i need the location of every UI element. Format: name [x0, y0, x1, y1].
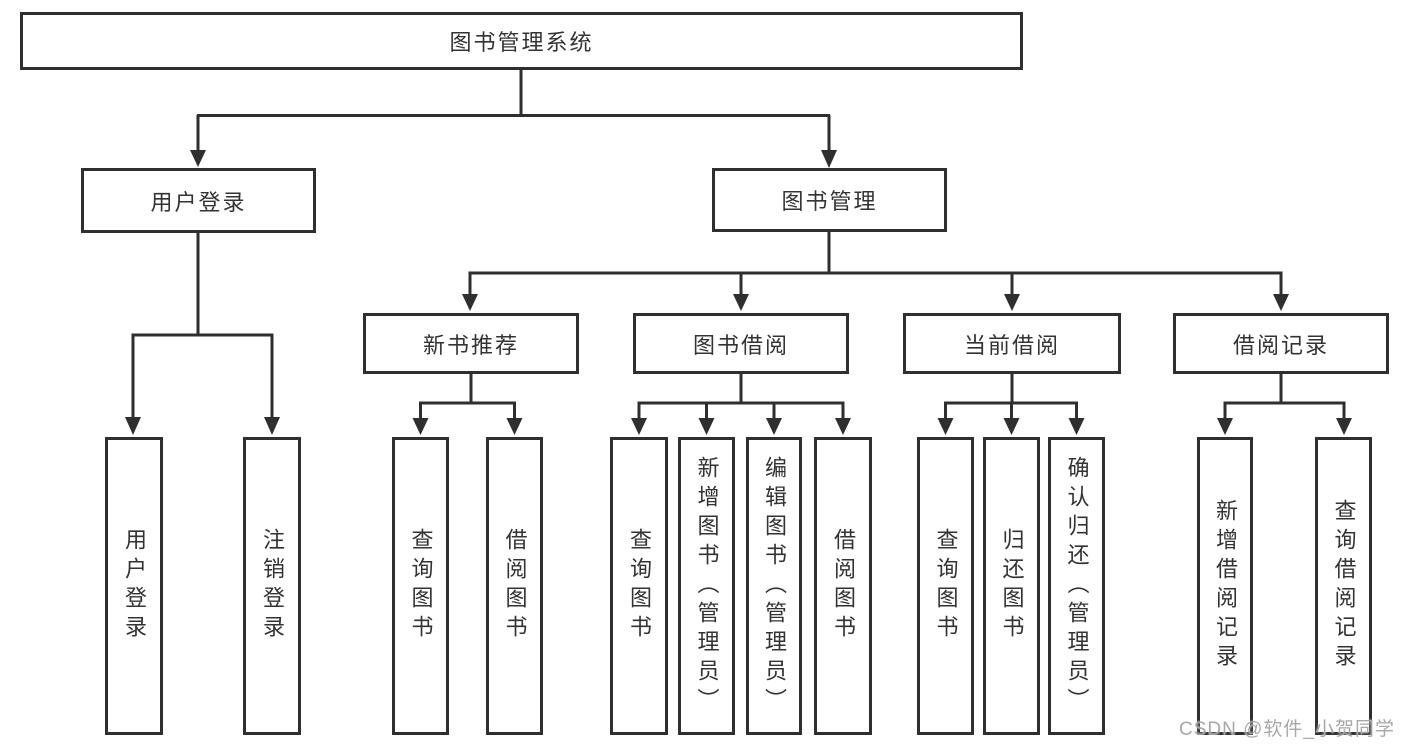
leaf-current-query-book: 查询图书 — [917, 437, 974, 735]
leaf-label: 用户登录 — [122, 528, 147, 644]
leaf-label: 新增借阅记录 — [1213, 499, 1238, 673]
leaf-user-login: 用户登录 — [105, 437, 163, 735]
leaf-label: 查询图书 — [627, 528, 652, 644]
leaf-label: 新增图书（管理员） — [694, 455, 720, 717]
leaf-label: 借阅图书 — [831, 528, 856, 644]
leaf-logout: 注销登录 — [243, 437, 301, 735]
node-borrow-records: 借阅记录 — [1173, 313, 1389, 374]
leaf-recommend-borrow-book: 借阅图书 — [486, 437, 543, 735]
leaf-borrow-add-book-admin: 新增图书（管理员） — [678, 437, 735, 735]
leaf-label: 注销登录 — [260, 528, 285, 644]
node-current-borrow: 当前借阅 — [903, 313, 1121, 374]
leaf-label: 编辑图书（管理员） — [762, 455, 787, 717]
leaf-label: 确认归还（管理员） — [1064, 455, 1090, 717]
leaf-borrow-edit-book-admin: 编辑图书（管理员） — [746, 437, 802, 735]
node-new-book-recommend: 新书推荐 — [363, 313, 579, 374]
node-book-borrow: 图书借阅 — [633, 313, 849, 374]
node-root-library-system: 图书管理系统 — [20, 12, 1023, 70]
leaf-label: 查询借阅记录 — [1331, 499, 1357, 673]
leaf-records-query-record: 查询借阅记录 — [1315, 437, 1372, 735]
leaf-label: 归还图书 — [999, 528, 1025, 644]
leaf-label: 借阅图书 — [502, 528, 528, 644]
node-user-login: 用户登录 — [81, 168, 316, 233]
leaf-current-confirm-return-admin: 确认归还（管理员） — [1048, 437, 1105, 735]
leaf-borrow-borrow-book: 借阅图书 — [814, 437, 872, 735]
leaf-recommend-query-book: 查询图书 — [392, 437, 449, 735]
csdn-watermark: CSDN @软件_小贺同学 — [1179, 719, 1395, 740]
leaf-label: 查询图书 — [408, 528, 434, 644]
leaf-label: 查询图书 — [933, 528, 959, 644]
leaf-borrow-query-book: 查询图书 — [610, 437, 668, 735]
leaf-records-add-record: 新增借阅记录 — [1197, 437, 1253, 735]
leaf-current-return-book: 归还图书 — [983, 437, 1040, 735]
node-book-management: 图书管理 — [712, 168, 947, 232]
